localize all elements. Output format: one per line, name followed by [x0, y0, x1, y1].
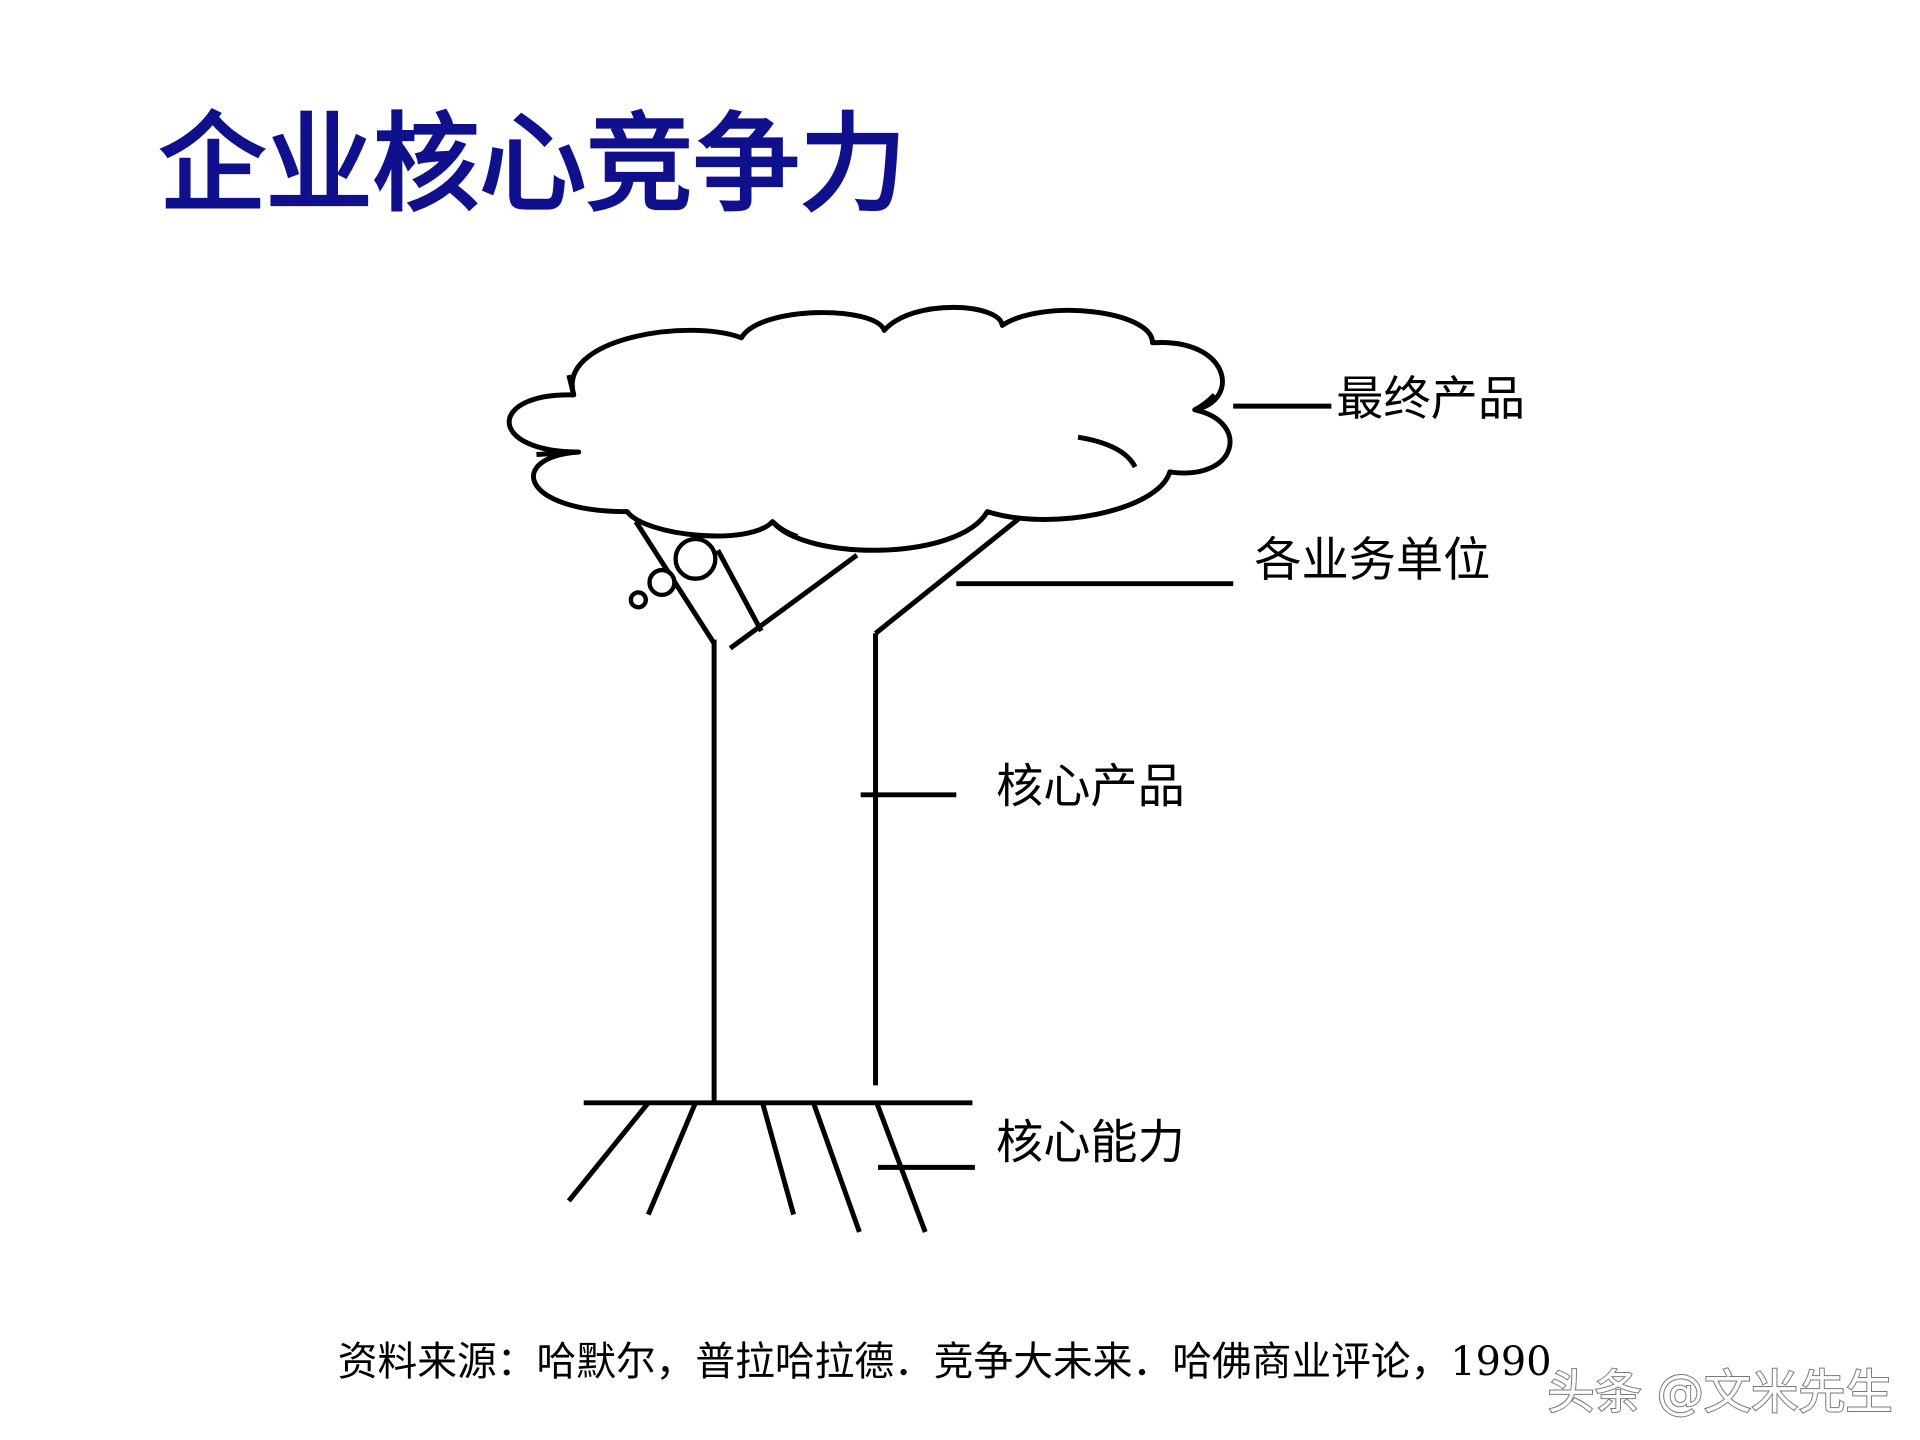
label-final-products: 最终产品 — [1336, 372, 1525, 427]
tree-crown-cloud — [506, 305, 1233, 553]
cloud-stroke-right-lower — [1077, 434, 1138, 469]
cloud-stroke-left-top — [566, 374, 577, 396]
root-1 — [566, 1101, 651, 1203]
label-business-units: 各业务单位 — [1254, 533, 1490, 588]
label-leaders — [860, 403, 1332, 1170]
bubble-large — [673, 536, 718, 581]
cloud-stroke-bottom — [770, 519, 799, 539]
bubbles — [628, 536, 718, 610]
branch-right — [873, 517, 1020, 636]
cloud-stroke-left-lower — [536, 449, 579, 458]
branch-middle — [728, 553, 859, 651]
watermark: 头条 @文米先生 — [1547, 1365, 1892, 1420]
source-citation: 资料来源：哈默尔，普拉哈拉德．竞争大未来．哈佛商业评论，1990 — [338, 1339, 1552, 1385]
label-core-competencies: 核心能力 — [996, 1116, 1185, 1171]
root-3 — [760, 1102, 796, 1216]
cloud-inner-strokes — [536, 374, 1217, 539]
page-title: 企业核心竞争力 — [159, 103, 907, 227]
bubble-medium — [647, 567, 677, 598]
tree-trunk — [711, 633, 879, 1103]
root-4 — [811, 1101, 862, 1233]
root-2 — [645, 1101, 698, 1216]
cloud-stroke-right-upper — [1193, 393, 1217, 413]
tree-roots — [566, 1101, 928, 1233]
label-core-products: 核心产品 — [996, 759, 1185, 814]
bubble-small — [628, 590, 648, 610]
branch-left-inner — [715, 548, 764, 633]
